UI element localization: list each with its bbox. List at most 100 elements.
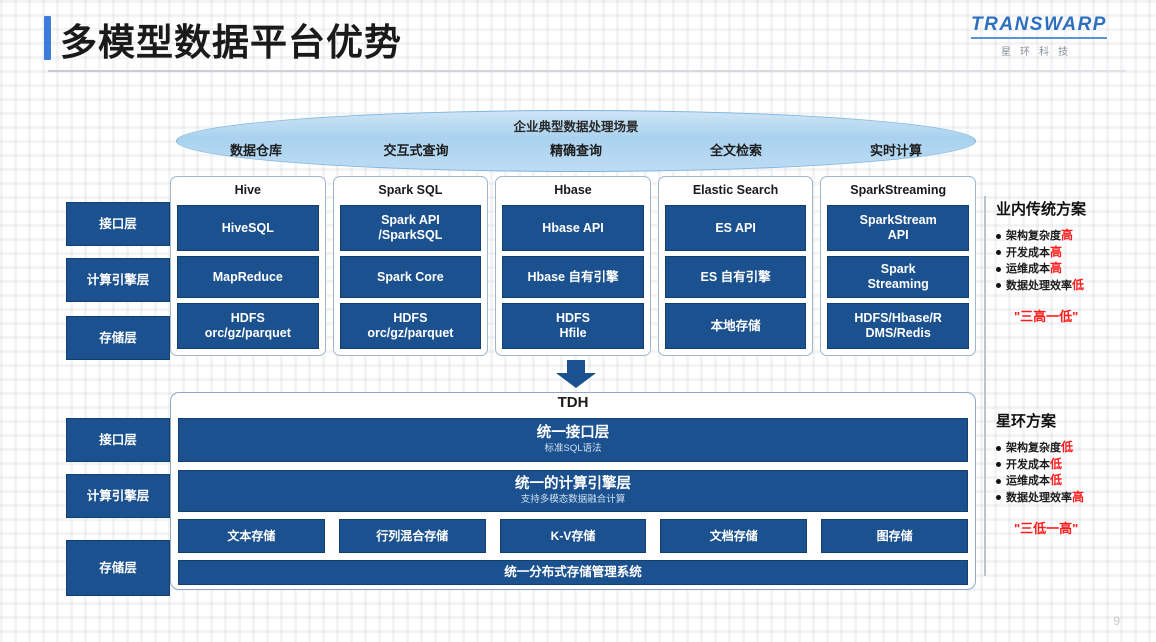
annotation-traditional: 业内传统方案 架构复杂度高 开发成本高 运维成本高 数据处理效率低 "三高一低" [996,198,1156,325]
bullet-value: 低 [1061,440,1074,454]
title-accent-bar [44,16,51,60]
bullet-dot-icon [996,495,1001,501]
annotation-transwarp: 星环方案 架构复杂度低 开发成本低 运维成本低 数据处理效率高 "三低一高" [996,410,1156,537]
scenario-item-0: 数据仓库 [229,143,282,158]
bottom-layer-label-engine: 计算引擎层 [66,474,170,518]
bullet-text: 开发成本 [1006,246,1050,259]
bottom-layer-label-interface: 接口层 [66,418,170,462]
bullet-dot-icon [996,266,1001,272]
annotation-bullet: 运维成本低 [996,473,1156,490]
bullet-value: 高 [1061,228,1074,242]
annotation-traditional-list: 架构复杂度高 开发成本高 运维成本高 数据处理效率低 [996,228,1156,294]
bullet-text: 架构复杂度 [1006,230,1061,242]
column-header: Spark SQL [378,183,443,197]
bullet-dot-icon [996,233,1001,239]
annotation-traditional-title: 业内传统方案 [996,201,1087,218]
tdh-title: TDH [557,394,589,411]
right-panel-divider [984,196,986,576]
scenario-list: 数据仓库 交互式查询 精确查询 全文检索 实时计算 [176,140,976,159]
bullet-value: 高 [1050,261,1063,275]
bullet-dot-icon [996,445,1001,451]
logo-wordmark: TRANSWARP [971,14,1107,39]
page-title: 多模型数据平台优势 [60,22,402,63]
storage-cell-text: 文本存储 [178,519,325,553]
annotation-transwarp-title: 星环方案 [996,413,1057,430]
bullet-dot-icon [996,283,1001,289]
top-layer-label-engine: 计算引擎层 [66,258,170,302]
slide-header: 多模型数据平台优势 TRANSWARP 星环科技 [0,0,1156,76]
storage-cell-kv: K-V存储 [499,519,647,553]
scenario-item-2: 精确查询 [549,143,602,158]
down-arrow-icon [556,360,596,388]
top-layer-labels: 接口层 计算引擎层 存储层 [66,202,170,360]
cell-engine: Spark Core [339,256,482,298]
cell-api: Hbase API [502,205,644,251]
traditional-column-elasticsearch: Elastic Search ES API ES 自有引擎 本地存储 [657,176,814,356]
scenario-banner-title: 企业典型数据处理场景 [513,120,639,134]
annotation-traditional-tag: "三高一低" [1014,309,1079,324]
annotation-bullet: 开发成本高 [996,245,1156,262]
annotation-transwarp-list: 架构复杂度低 开发成本低 运维成本低 数据处理效率高 [996,440,1156,506]
column-header: SparkStreaming [850,183,947,197]
bullet-dot-icon [996,462,1001,468]
bullet-text: 运维成本 [1006,263,1050,275]
logo-chinese-name: 星环科技 [1001,47,1077,58]
page-number: 9 [1113,614,1120,628]
tdh-interface-sub: 标准SQL语法 [544,443,602,455]
header-divider [48,70,1126,72]
bottom-layer-labels: 接口层 计算引擎层 存储层 [66,418,170,596]
cell-api: HiveSQL [177,205,319,251]
top-layer-label-interface: 接口层 [66,202,170,246]
tdh-storage-row: 文本存储 行列混合存储 K-V存储 文档存储 图存储 [178,519,968,553]
tdh-engine-main: 统一的计算引擎层 [515,476,631,493]
annotation-transwarp-tag: "三低一高" [1014,521,1079,536]
cell-api: Spark API/SparkSQL [339,205,482,251]
bullet-text: 运维成本 [1006,475,1050,487]
storage-cell-rowcol: 行列混合存储 [338,519,486,553]
cell-engine: Hbase 自有引擎 [502,256,644,298]
cell-storage: 本地存储 [664,303,807,349]
annotation-bullet: 数据处理效率低 [996,278,1156,295]
cell-api: ES API [664,205,807,251]
tdh-unified-storage: 统一分布式存储管理系统 [178,560,968,585]
storage-cell-graph: 图存储 [821,519,968,553]
tdh-engine-sub: 支持多模态数据融合计算 [520,494,626,506]
annotation-bullet: 数据处理效率高 [996,490,1156,507]
bullet-dot-icon [996,478,1001,484]
bullet-text: 数据处理效率 [1006,279,1072,292]
bullet-text: 数据处理效率 [1006,491,1072,504]
scenario-item-4: 实时计算 [869,143,922,158]
tdh-engine-layer: 统一的计算引擎层 支持多模态数据融合计算 [178,470,968,512]
annotation-bullet: 架构复杂度高 [996,228,1156,245]
annotation-bullet: 开发成本低 [996,457,1156,474]
cell-engine: ES 自有引擎 [664,256,807,298]
bullet-value: 高 [1072,489,1085,504]
column-header: Hbase [554,183,592,197]
scenario-item-3: 全文检索 [709,143,762,158]
bullet-value: 低 [1050,456,1063,471]
bullet-dot-icon [996,250,1001,256]
scenario-item-1: 交互式查询 [383,143,449,158]
bullet-value: 低 [1072,277,1085,292]
bullet-text: 开发成本 [1006,458,1050,471]
storage-cell-document: 文档存储 [660,519,808,553]
traditional-column-sparksql: Spark SQL Spark API/SparkSQL Spark Core … [332,176,489,356]
scenario-ellipse [176,110,976,172]
bullet-value: 低 [1050,473,1063,487]
bullet-text: 架构复杂度 [1006,442,1061,454]
cell-engine: MapReduce [177,256,319,298]
bottom-layer-label-storage: 存储层 [66,540,170,596]
tdh-interface-main: 统一接口层 [536,425,610,442]
arrow-stem [567,360,585,374]
annotation-bullet: 架构复杂度低 [996,440,1156,457]
